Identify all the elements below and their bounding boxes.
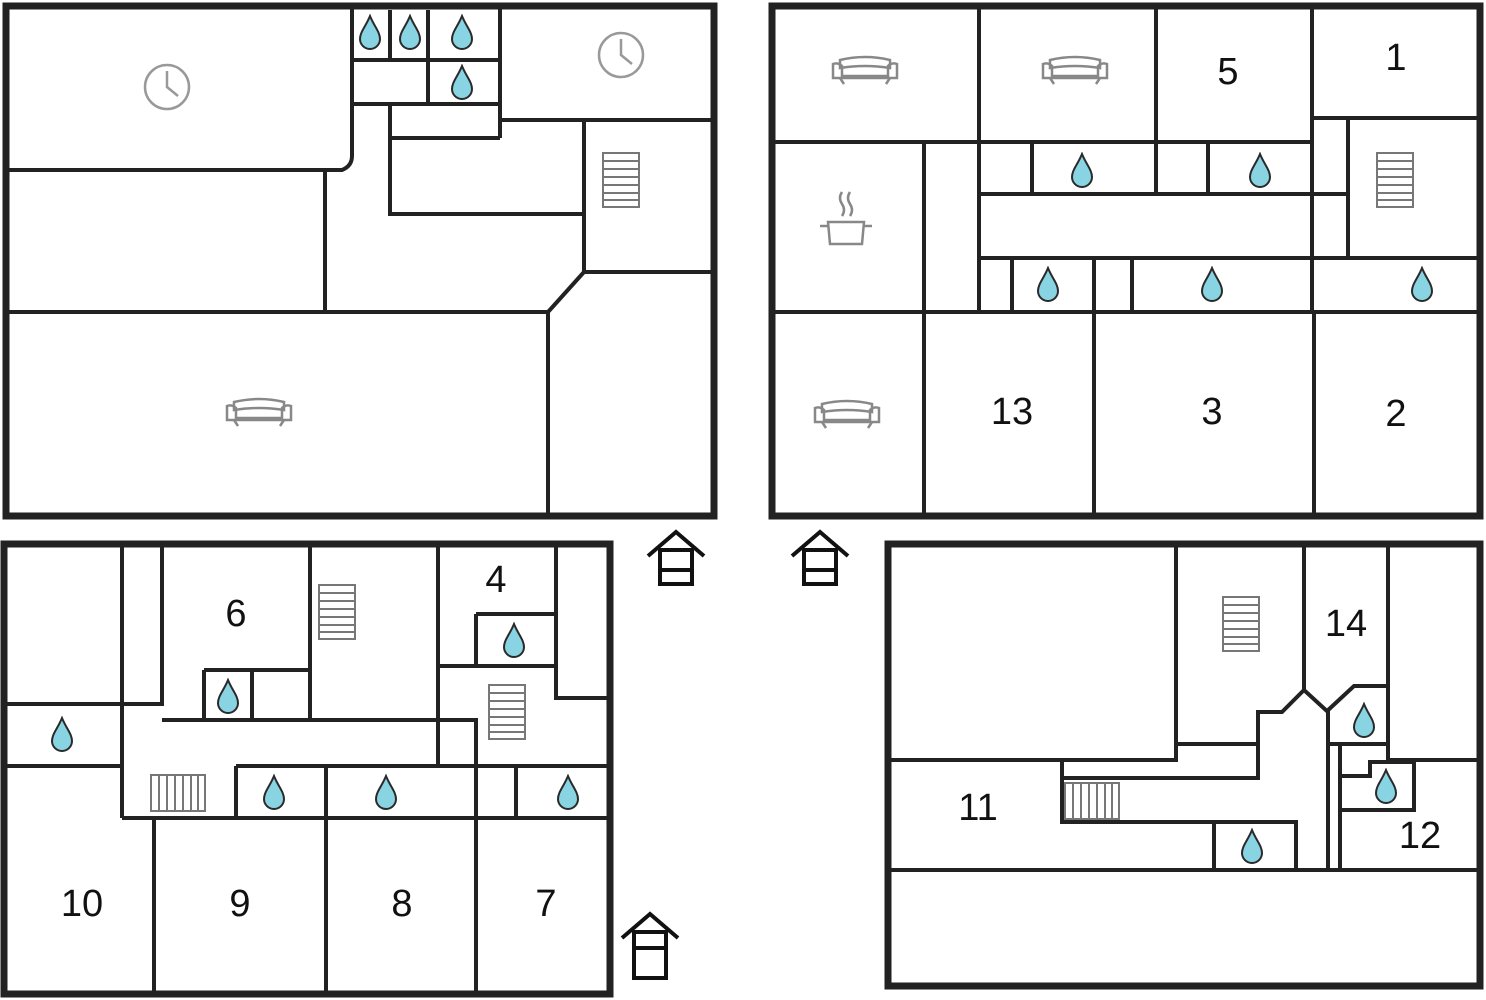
entrance-icon [620,912,680,980]
building-bottom-right [884,540,1484,990]
stairs-icon [1222,596,1260,652]
room-number: 2 [1385,393,1406,435]
building-top-right [768,2,1484,520]
stairs-icon [602,152,640,208]
water-drop-icon [1037,267,1059,302]
stairs-icon [318,584,356,640]
room-number: 4 [485,559,506,601]
water-drop-icon [557,775,579,810]
water-drop-icon [1249,153,1271,188]
room-number: 12 [1399,815,1441,857]
room-numbers: 1 2 3 4 5 6 7 8 9 10 11 12 13 14 [61,37,1441,925]
water-drop-icon [1375,769,1397,804]
water-drop-icon [1071,153,1093,188]
stairs-icon [1064,782,1120,820]
room-number: 1 [1385,37,1406,79]
water-drop-icon [399,15,421,50]
water-drop-icon [359,15,381,50]
water-drop-icon [217,679,239,714]
room-number: 10 [61,883,103,925]
water-drop-icon [51,717,73,752]
sofa-icon [1041,55,1109,86]
water-drop-icon [451,65,473,100]
room-number: 7 [535,883,556,925]
water-drop-icon [1411,267,1433,302]
room-number: 8 [391,883,412,925]
stairs-icon [488,684,526,740]
clock-icon [597,31,645,79]
water-drop-icon [1353,703,1375,738]
room-number: 13 [991,391,1033,433]
clock-icon [143,63,191,111]
building-bottom-left [0,540,614,998]
water-drop-icon [375,775,397,810]
room-number: 9 [229,883,250,925]
room-number: 11 [958,787,997,829]
sofa-icon [813,399,881,430]
water-drop-icon [1201,267,1223,302]
sofa-icon [831,55,899,86]
cooking-pot-icon [818,190,874,246]
room-number: 6 [225,593,246,635]
sofa-icon [225,397,293,428]
water-drop-icon [503,623,525,658]
water-drop-icon [263,775,285,810]
entrance-icon [646,530,706,586]
room-number: 14 [1325,603,1367,645]
building-top-left [2,2,718,520]
icons [51,15,1433,980]
water-drop-icon [1241,829,1263,864]
stairs-icon [150,774,206,812]
entrance-icon [790,530,850,586]
water-drop-icon [451,15,473,50]
stairs-icon [1376,152,1414,208]
room-number: 3 [1201,391,1222,433]
room-number: 5 [1217,51,1238,93]
